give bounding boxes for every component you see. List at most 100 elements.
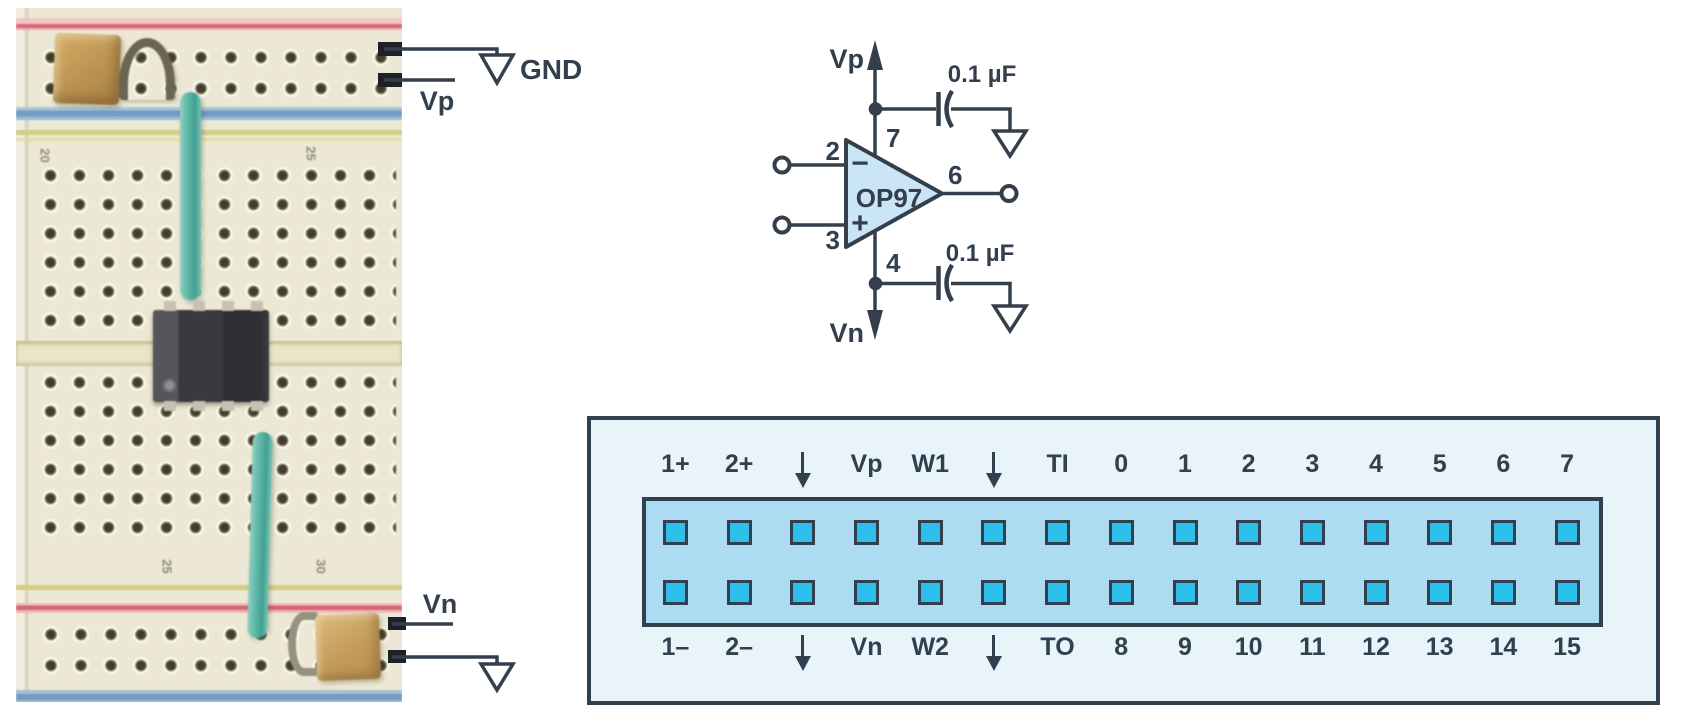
connector-pin-row-bottom <box>663 580 1580 605</box>
bottom-cap-value: 0.1 µF <box>946 240 1015 267</box>
down-arrow-icon <box>992 452 996 473</box>
schematic-vn-label: Vn <box>829 318 864 348</box>
wire-loop-bottom <box>288 612 320 676</box>
connector-pin <box>1554 520 1580 545</box>
capacitor-curved-plate <box>944 263 954 303</box>
board-marking: 30 <box>313 559 329 574</box>
connector-bottom-label: 8 <box>1114 633 1129 661</box>
connector-pin <box>854 520 880 545</box>
schematic-vp-label: Vp <box>829 44 864 74</box>
connector-pin <box>663 580 688 605</box>
divider-line-yellow-3 <box>16 585 402 590</box>
connector-top-label: W1 <box>911 450 949 478</box>
connector-bottom-label: 15 <box>1553 633 1581 661</box>
divider-line-yellow-2 <box>16 138 402 141</box>
input-terminal-icon <box>772 215 792 235</box>
connector-pin <box>1299 580 1325 605</box>
top-bypass-branch <box>875 89 1030 160</box>
opamp-triangle <box>844 138 944 249</box>
connector-pin <box>1490 580 1516 605</box>
inverting-sign: − <box>851 147 869 180</box>
top-cap-value: 0.1 µF <box>948 61 1017 88</box>
connector-pin <box>1108 580 1134 605</box>
pin4-label: 4 <box>886 248 901 278</box>
top-rail-blue-stripe <box>16 107 402 120</box>
connector-bottom-label: 11 <box>1299 633 1326 661</box>
vn-arrow-icon <box>867 310 883 340</box>
connector-pin <box>790 520 816 545</box>
connector-pin <box>1236 520 1262 545</box>
connector-pin <box>726 520 752 545</box>
ground-symbol-icon <box>477 53 517 87</box>
connector-pin <box>981 580 1007 605</box>
connector-top-label: 5 <box>1432 450 1447 478</box>
board-marking: 25 <box>159 559 175 574</box>
gnd-arrow-cell <box>771 633 835 673</box>
connector-bottom-label: 13 <box>1425 633 1454 661</box>
connector-pin <box>1045 580 1071 605</box>
connector-pin-row-top <box>663 520 1580 545</box>
connector-pin <box>726 580 752 605</box>
ic-pins-bottom <box>164 401 264 411</box>
jumper-wire-top <box>180 92 201 300</box>
board-marking: 20 <box>37 148 53 163</box>
connector-pin <box>917 520 943 545</box>
board-marking: 25 <box>303 146 319 161</box>
connector-pin <box>1554 580 1580 605</box>
top-rail-red-stripe <box>16 18 402 30</box>
tantalum-capacitor-bottom <box>314 612 382 682</box>
junction-dot <box>868 102 883 116</box>
connector-pin <box>917 580 943 605</box>
connector-bottom-label: TO <box>1040 633 1075 661</box>
output-terminal-icon <box>999 184 1019 203</box>
connector-bottom-labels: 1– 2– Vn W2 TO 8 9 10 11 12 13 14 15 <box>644 633 1600 673</box>
connector-top-label: TI <box>1046 450 1069 478</box>
ground-symbol-icon <box>990 129 1030 160</box>
connector-bottom-label: 14 <box>1489 633 1518 661</box>
divider-line-yellow <box>16 130 402 135</box>
connector-top-label: 1+ <box>661 450 690 478</box>
pin6-label: 6 <box>948 160 962 190</box>
connector-bottom-label: Vn <box>850 633 883 661</box>
connector-bottom-label: W2 <box>911 633 949 661</box>
vn-label: Vn <box>423 589 458 619</box>
connector-pin <box>1172 520 1198 545</box>
vp-label: Vp <box>420 86 455 116</box>
connector-bottom-label: 2– <box>725 633 754 661</box>
connector-bottom-label: 1– <box>661 633 690 661</box>
connector-pin <box>1427 580 1453 605</box>
breadboard-photo: 20 25 25 30 <box>16 8 402 702</box>
breadboard-photo-content: 20 25 25 30 <box>16 8 402 702</box>
bottom-rail-red-stripe <box>16 603 402 613</box>
connector-top-label: 2 <box>1241 450 1256 478</box>
connector-top-labels: 1+ 2+ Vp W1 TI 0 1 2 3 4 5 6 7 <box>644 450 1600 490</box>
connector-top-label: Vp <box>850 450 883 478</box>
connector-top-label: 2+ <box>724 450 754 478</box>
gnd-arrow-cell <box>962 450 1026 490</box>
connector-body <box>642 497 1603 627</box>
down-arrow-icon <box>992 635 996 656</box>
connector-bottom-label: 12 <box>1362 633 1390 661</box>
connector-pin <box>1490 520 1516 545</box>
pin3-label: 3 <box>826 225 840 255</box>
vp-arrow-icon <box>867 40 883 70</box>
connector-pin <box>1427 520 1453 545</box>
pin2-label: 2 <box>826 136 840 166</box>
connector-pin <box>1363 580 1389 605</box>
down-arrow-icon <box>801 635 805 656</box>
connector-pin <box>1045 520 1071 545</box>
bottom-bypass-branch <box>875 263 1030 335</box>
gnd-annotation <box>384 47 517 87</box>
connector-top-label: 4 <box>1369 450 1383 478</box>
connector-pin <box>1172 580 1198 605</box>
connector-pin <box>1108 520 1134 545</box>
ground-symbol-icon <box>990 304 1030 335</box>
junction-dot <box>868 276 883 291</box>
connector-pin <box>1363 520 1389 545</box>
connector-pin <box>1299 520 1325 545</box>
connector-top-label: 7 <box>1560 450 1575 478</box>
opamp-schematic: Vp Vn 0.1 µF 7 − + OP97 2 <box>772 40 1030 348</box>
down-arrow-icon <box>801 452 805 473</box>
connector-pin <box>981 520 1007 545</box>
